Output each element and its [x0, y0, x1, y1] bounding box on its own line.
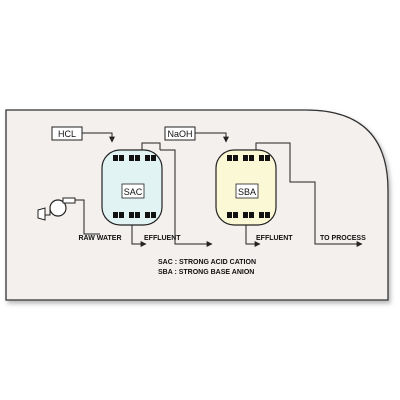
to-process-line	[255, 142, 363, 247]
to-process-label: TO PROCESS	[320, 235, 366, 242]
sba-label-box	[235, 183, 259, 199]
legend-sac: SAC : STRONG ACID CATION	[158, 259, 256, 266]
sac-label-box	[121, 183, 145, 199]
sac-bottom-nozzles	[113, 212, 156, 218]
raw-water-line	[75, 199, 100, 235]
sac-top-nozzles	[113, 155, 156, 161]
naoh-feed-line	[195, 132, 229, 143]
sac-label: SAC	[124, 187, 143, 197]
legend-sba: SBA : STRONG BASE ANION	[158, 269, 254, 276]
sac-to-sba-line	[160, 149, 213, 247]
diagram-panel	[5, 109, 389, 301]
sba-bottom-nozzles	[227, 212, 270, 218]
sac-top-outlet	[141, 142, 161, 150]
raw-water-label: RAW WATER	[78, 235, 121, 242]
hcl-feed-line	[82, 132, 115, 143]
sba-label: SBA	[238, 187, 256, 197]
sba-effluent-line	[245, 225, 261, 247]
naoh-label: NaOH	[167, 129, 192, 139]
pump-icon	[37, 197, 76, 221]
sba-top-nozzles	[227, 155, 270, 161]
hcl-label: HCL	[58, 129, 76, 139]
sac-effluent-line	[131, 225, 147, 247]
sac-effluent-label: EFFLUENT	[144, 235, 181, 242]
sba-effluent-label: EFFLUENT	[256, 235, 293, 242]
